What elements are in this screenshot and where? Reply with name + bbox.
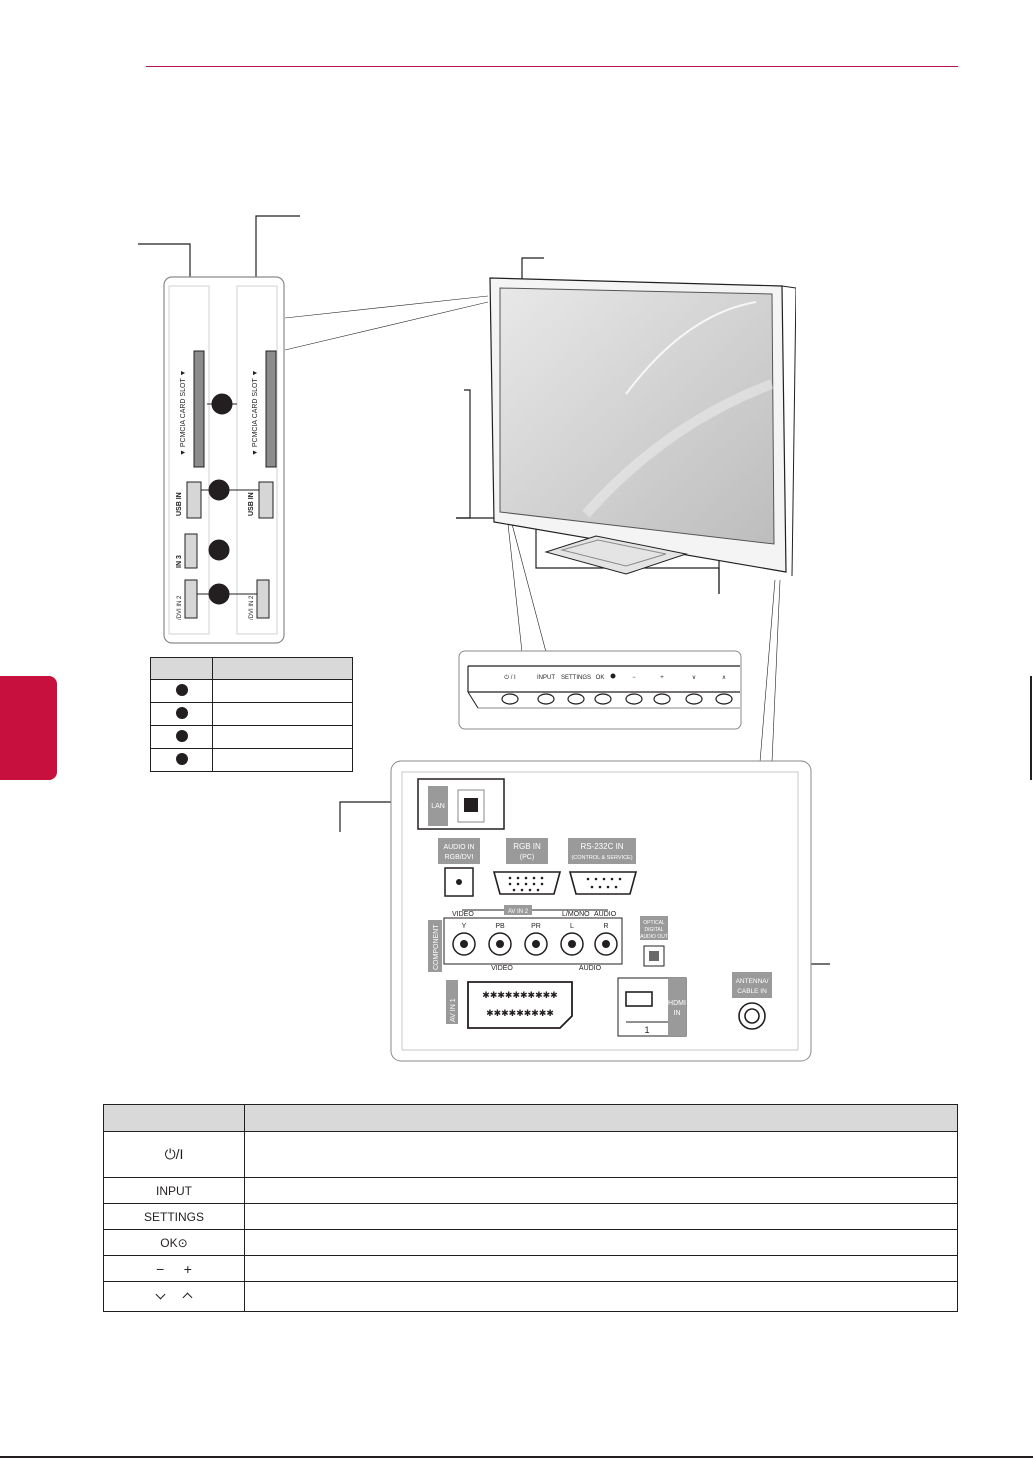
plus-label: + bbox=[660, 675, 664, 681]
antenna-label: ANTENNA/ bbox=[736, 978, 769, 985]
table-row: − + bbox=[103, 1255, 958, 1282]
audio-bottom-label: AUDIO bbox=[579, 965, 602, 972]
hdmi-in-label: HDMI bbox=[668, 1000, 686, 1007]
slot-label-right: ▼ PCMCIA CARD SLOT ▼ bbox=[252, 370, 259, 456]
hdmi-in-sub: IN bbox=[674, 1010, 681, 1017]
connector-legend-table bbox=[150, 657, 353, 772]
marker-1 bbox=[175, 683, 188, 696]
lan-label: LAN bbox=[431, 803, 445, 810]
usb-label-right: USB IN bbox=[248, 492, 255, 516]
button-function-table: ⏻/I INPUT SETTINGS OK⊙ − + bbox=[103, 1104, 958, 1312]
l-mono-label: L/MONO bbox=[562, 911, 590, 918]
usb-label-left: USB IN bbox=[176, 492, 183, 516]
av-in-2-label: AV IN 2 bbox=[508, 909, 529, 915]
table-row: OK⊙ bbox=[103, 1229, 958, 1256]
up-label: ∧ bbox=[722, 675, 726, 681]
rgb-in-label: RGB IN bbox=[513, 842, 541, 851]
footer-rule bbox=[0, 1456, 1033, 1458]
rs232-label: RS-232C IN bbox=[580, 842, 623, 851]
margin-mark bbox=[1030, 676, 1032, 780]
audio-in-label: AUDIO IN bbox=[443, 844, 474, 851]
table-row bbox=[103, 1281, 958, 1312]
marker-4 bbox=[175, 752, 188, 765]
rear-panel-diagram: LAN AUDIO IN RGB/DVI RGB IN (PC) RS-232C… bbox=[390, 760, 812, 1062]
optical-label-3: AUDIO OUT bbox=[640, 934, 668, 940]
minus-label: − bbox=[632, 675, 636, 681]
optical-label-2: DIGITAL bbox=[644, 927, 663, 933]
table-row: SETTINGS bbox=[103, 1203, 958, 1230]
chevron-up-icon bbox=[182, 1292, 193, 1302]
marker-3 bbox=[175, 729, 188, 742]
jack-l-label: L bbox=[570, 923, 574, 930]
marker-2 bbox=[175, 706, 188, 719]
rs232-sub: (CONTROL & SERVICE) bbox=[571, 855, 632, 861]
table-row: ⏻/I bbox=[103, 1131, 958, 1178]
settings-label: SETTINGS bbox=[561, 675, 591, 681]
rgb-in-sub: (PC) bbox=[520, 854, 534, 861]
jack-r-label: R bbox=[603, 923, 608, 930]
audio-top-label: AUDIO bbox=[594, 911, 617, 918]
hdmi3-label: IN 3 bbox=[176, 555, 183, 568]
power-label: ⏻ / I bbox=[504, 674, 516, 681]
jack-pb-label: PB bbox=[495, 923, 505, 930]
jack-y-label: Y bbox=[462, 923, 467, 930]
table-row: INPUT bbox=[103, 1177, 958, 1204]
video-bottom-label: VIDEO bbox=[491, 965, 513, 972]
hdmi-number: 1 bbox=[644, 1025, 649, 1035]
jack-pr-label: PR bbox=[531, 923, 541, 930]
chapter-tab bbox=[0, 676, 57, 780]
down-label: ∨ bbox=[692, 675, 696, 681]
power-symbol: ⏻/I bbox=[103, 1131, 245, 1178]
side-panel-diagram: ▼ PCMCIA CARD SLOT ▼ ▼ PCMCIA CARD SLOT … bbox=[163, 276, 285, 644]
component-label: COMPONENT bbox=[433, 924, 440, 970]
chevron-symbols bbox=[103, 1281, 245, 1312]
av-in-1-label: AV IN 1 bbox=[450, 998, 457, 1022]
ok-symbol: OK⊙ bbox=[103, 1229, 245, 1256]
hdmi2-label-right: /DVI IN 2 bbox=[249, 595, 255, 620]
hdmi2-label-left: /DVI IN 2 bbox=[177, 595, 183, 620]
video-top-label: VIDEO bbox=[452, 911, 474, 918]
header-rule bbox=[146, 66, 958, 67]
minus-symbol: − bbox=[156, 1260, 165, 1277]
control-panel-diagram: ⏻ / I INPUT SETTINGS OK − + ∨ ∧ bbox=[458, 650, 742, 730]
chevron-down-icon bbox=[155, 1289, 166, 1299]
ok-label: OK bbox=[596, 675, 605, 681]
audio-in-sub: RGB/DVI bbox=[445, 854, 474, 861]
optical-label-1: OPTICAL bbox=[643, 920, 665, 926]
plus-symbol: + bbox=[183, 1260, 192, 1277]
antenna-sub: CABLE IN bbox=[737, 988, 767, 995]
slot-label-left: ▼ PCMCIA CARD SLOT ▼ bbox=[180, 370, 187, 456]
svg-text:✱✱✱✱✱✱✱✱✱✱: ✱✱✱✱✱✱✱✱✱✱ bbox=[482, 990, 557, 1000]
input-label: INPUT bbox=[537, 675, 555, 681]
minus-plus-symbols: − + bbox=[103, 1255, 245, 1282]
tv-front-diagram bbox=[489, 277, 796, 577]
input-symbol: INPUT bbox=[103, 1177, 245, 1204]
settings-symbol: SETTINGS bbox=[103, 1203, 245, 1230]
svg-text:✱✱✱✱✱✱✱✱✱: ✱✱✱✱✱✱✱✱✱ bbox=[486, 1008, 554, 1018]
